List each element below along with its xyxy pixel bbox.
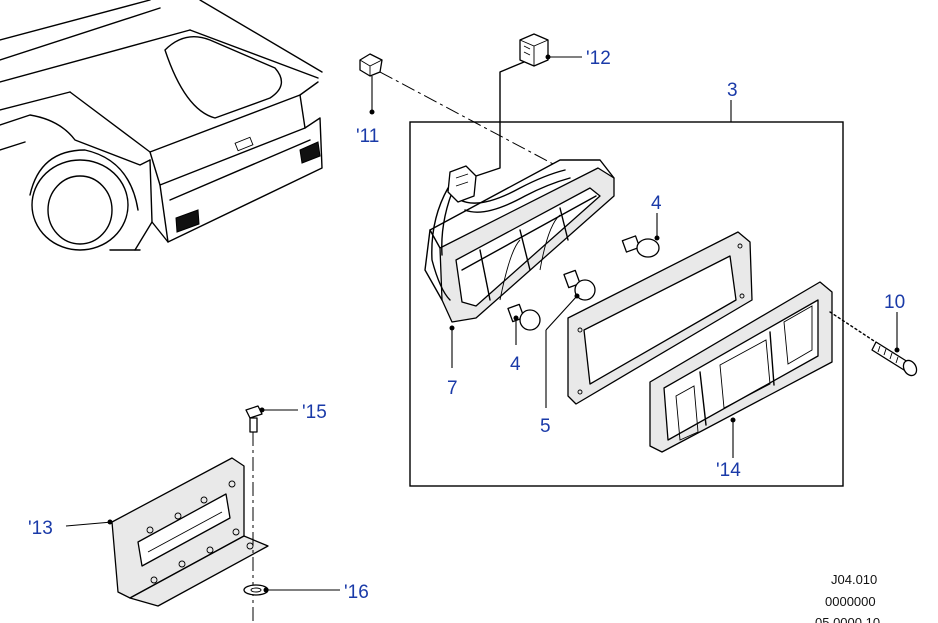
clip-part-11 <box>359 53 383 115</box>
reference-code-line-3: 05.0000.10 <box>815 615 880 623</box>
bulb-part-4-lower <box>507 303 541 345</box>
bulb-part-5 <box>545 269 596 408</box>
bulb-part-4-upper <box>621 213 660 258</box>
callout-4-upper: 4 <box>651 193 662 214</box>
assembly-3-frame <box>409 121 844 487</box>
callout-7: 7 <box>447 378 458 399</box>
lens-part-14 <box>649 281 833 458</box>
connector-part-12 <box>469 33 582 179</box>
reference-code-line-1: J04.010 <box>831 572 877 587</box>
washer-part-16 <box>243 584 340 596</box>
callout-14: '14 <box>716 460 741 481</box>
assembly-centerline <box>379 71 556 166</box>
callout-5: 5 <box>540 416 551 437</box>
mounting-bracket-part-13 <box>65 457 269 607</box>
callout-3: 3 <box>727 80 738 101</box>
pickup-truck-rear-illustration <box>0 0 323 251</box>
callout-15: '15 <box>302 402 327 423</box>
callout-10: 10 <box>884 292 905 313</box>
lamp-housing-part-7 <box>424 159 615 368</box>
reference-code-line-2: 0000000 <box>825 594 876 609</box>
gasket <box>567 231 753 405</box>
callout-16: '16 <box>344 582 369 603</box>
callout-13: '13 <box>28 518 53 539</box>
callout-12: '12 <box>586 48 611 69</box>
screw-part-10 <box>829 311 918 377</box>
callout-4-lower: 4 <box>510 354 521 375</box>
callout-11: '11 <box>356 126 379 147</box>
